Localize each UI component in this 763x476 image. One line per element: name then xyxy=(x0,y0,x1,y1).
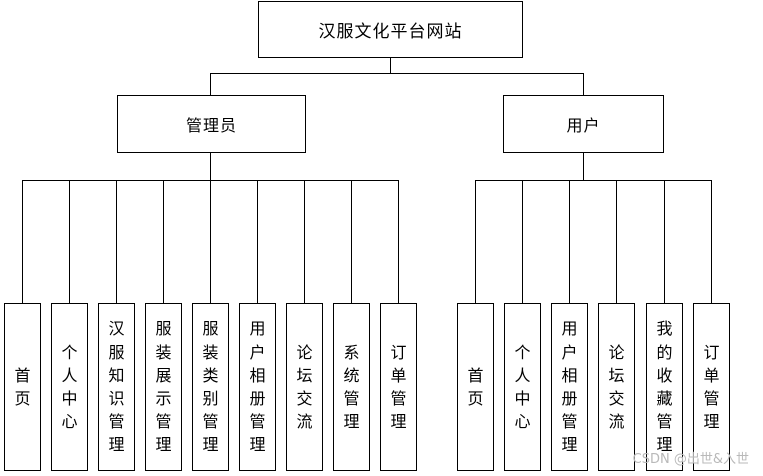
admin-leaf-drop-4 xyxy=(163,180,164,303)
admin-leaf-drop-1 xyxy=(22,180,23,303)
user-leaf-label: 我的收藏管理 xyxy=(656,319,673,455)
watermark: CSDN @出世&入世 xyxy=(632,452,749,467)
user-leaf-drop-3 xyxy=(569,180,570,303)
admin-leaf-label: 汉服知识管理 xyxy=(108,319,125,455)
user-leaf-5: 我的收藏管理 xyxy=(646,303,683,471)
admin-leaf-label: 订单管理 xyxy=(390,342,407,432)
admin-leaf-label: 首页 xyxy=(14,365,31,408)
user-leaf-drop-4 xyxy=(616,180,617,303)
user-drop xyxy=(583,73,584,96)
root-node: 汉服文化平台网站 xyxy=(258,1,523,58)
admin-leaf-drop-3 xyxy=(116,180,117,303)
user-leaf-3: 用户相册管理 xyxy=(551,303,588,471)
admin-leaf-label: 系统管理 xyxy=(343,342,360,432)
admin-leaf-3: 汉服知识管理 xyxy=(98,303,135,471)
admin-leaf-drop-9 xyxy=(398,180,399,303)
admin-leaf-9: 订单管理 xyxy=(380,303,417,471)
admin-leaf-label: 个人中心 xyxy=(61,342,78,432)
user-leaf-drop-2 xyxy=(522,180,523,303)
user-leaf-drop-6 xyxy=(711,180,712,303)
admin-leaf-drop-7 xyxy=(304,180,305,303)
user-leaf-2: 个人中心 xyxy=(504,303,541,471)
branch-node-user-label: 用户 xyxy=(566,116,601,135)
admin-leaf-2: 个人中心 xyxy=(51,303,88,471)
admin-leaf-8: 系统管理 xyxy=(333,303,370,471)
user-leaf-1: 首页 xyxy=(457,303,494,471)
admin-leaf-label: 服装展示管理 xyxy=(155,319,172,455)
branch-node-user: 用户 xyxy=(503,95,664,153)
branch-bus xyxy=(210,73,584,74)
admin-leaf-label: 论坛交流 xyxy=(296,342,313,432)
admin-leaf-7: 论坛交流 xyxy=(286,303,323,471)
admin-leaf-drop-6 xyxy=(257,180,258,303)
admin-leaf-6: 用户相册管理 xyxy=(239,303,276,471)
root-node-label: 汉服文化平台网站 xyxy=(318,22,463,42)
admin-leaf-4: 服装展示管理 xyxy=(145,303,182,471)
user-leaf-label: 首页 xyxy=(467,365,484,408)
user-leaf-4: 论坛交流 xyxy=(598,303,635,471)
user-leaf-drop-5 xyxy=(664,180,665,303)
user-connector xyxy=(583,152,584,181)
user-leaf-bus xyxy=(475,180,712,181)
user-leaf-label: 订单管理 xyxy=(703,342,720,432)
user-leaf-label: 论坛交流 xyxy=(608,342,625,432)
user-leaf-6: 订单管理 xyxy=(693,303,730,471)
admin-leaf-drop-5 xyxy=(210,180,211,303)
admin-leaf-5: 服装类别管理 xyxy=(192,303,229,471)
user-leaf-label: 个人中心 xyxy=(514,342,531,432)
admin-leaf-label: 服装类别管理 xyxy=(202,319,219,455)
admin-leaf-drop-2 xyxy=(69,180,70,303)
root-connector xyxy=(390,57,391,74)
branch-node-admin: 管理员 xyxy=(117,95,306,153)
admin-leaf-label: 用户相册管理 xyxy=(249,319,266,455)
admin-drop xyxy=(210,73,211,96)
branch-node-admin-label: 管理员 xyxy=(185,116,237,135)
admin-leaf-drop-8 xyxy=(351,180,352,303)
admin-connector xyxy=(210,152,211,181)
admin-leaf-1: 首页 xyxy=(4,303,41,471)
user-leaf-label: 用户相册管理 xyxy=(561,319,578,455)
user-leaf-drop-1 xyxy=(475,180,476,303)
